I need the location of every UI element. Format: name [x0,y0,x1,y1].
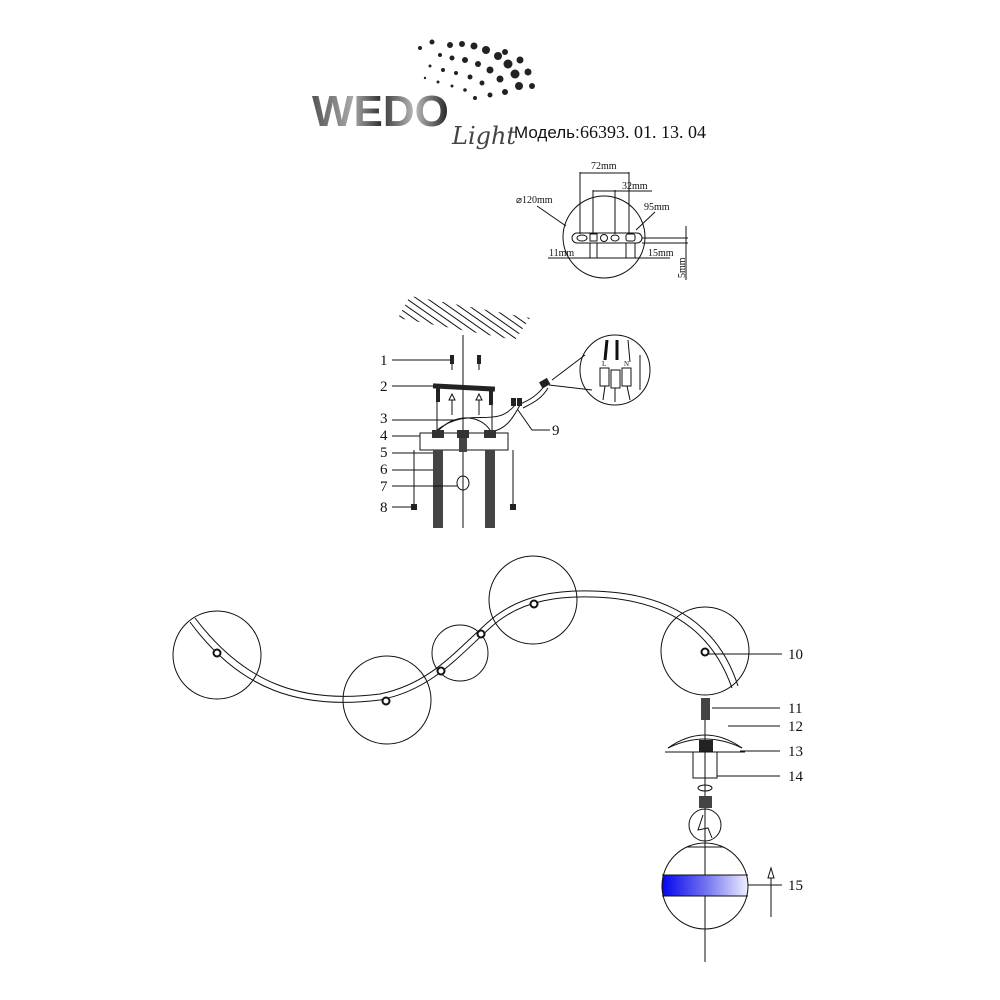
callout-13: 13 [788,744,803,760]
glass-globe [431,624,489,682]
callout-8: 8 [380,500,388,516]
callout-14: 14 [788,769,804,785]
glass-globe [172,610,262,700]
callout-11: 11 [788,701,802,717]
connector-label-neutral: N [624,360,629,368]
ceiling-hatch [398,296,530,340]
callout-4: 4 [380,428,388,444]
glass-color-band [662,875,748,896]
logo-wordmark: WEDO [312,87,449,136]
glass-globe [660,606,750,696]
callout-7: 7 [380,479,388,495]
model-number: 66393. 01. 13. 04 [580,122,706,142]
glass-globe [342,655,432,745]
dim-15mm: 15mm [648,248,674,259]
model-label: Модель: [514,123,580,142]
light-bulb [688,808,722,842]
dim-95mm: 95mm [644,202,670,213]
dim-11mm: 11mm [549,248,574,259]
mounting-bracket [432,383,496,392]
screw [450,355,454,364]
callout-6: 6 [380,462,388,478]
threaded-rod [485,450,495,528]
dim-32mm: 32mm [622,181,648,192]
callout-9: 9 [552,423,560,439]
glass-globe-detail [661,842,749,930]
glass-globe [488,555,578,645]
callout-15: 15 [788,878,803,894]
dim-5mm: 5mm [677,257,688,278]
dim-diameter-120mm: ⌀120mm [516,195,553,206]
threaded-rod [433,450,443,528]
callout-3: 3 [380,411,388,427]
callout-5: 5 [380,445,388,461]
callout-12: 12 [788,719,803,735]
exploded-assembly: L N 1 2 3 4 5 6 7 8 9 [380,296,651,528]
arrow-up-icon [767,866,775,879]
brand-logo: WEDO Light [312,39,535,150]
connector-detail-zoom [579,334,651,406]
dim-72mm: 72mm [591,161,617,172]
logo-subtitle: Light [451,122,516,150]
logo-dots-swirl [418,39,535,100]
callout-1: 1 [380,353,388,369]
screw [477,355,481,364]
curved-arm [189,596,733,703]
fixture-overview: 10 11 12 13 14 15 [172,555,804,962]
callout-10: 10 [788,647,803,663]
mounting-plate-drawing: 72mm 32mm ⌀120mm 95mm 11mm 15mm 5mm [516,161,688,280]
lamp-socket [692,751,718,779]
connector-label-live: L [602,360,606,368]
callout-2: 2 [380,379,388,395]
